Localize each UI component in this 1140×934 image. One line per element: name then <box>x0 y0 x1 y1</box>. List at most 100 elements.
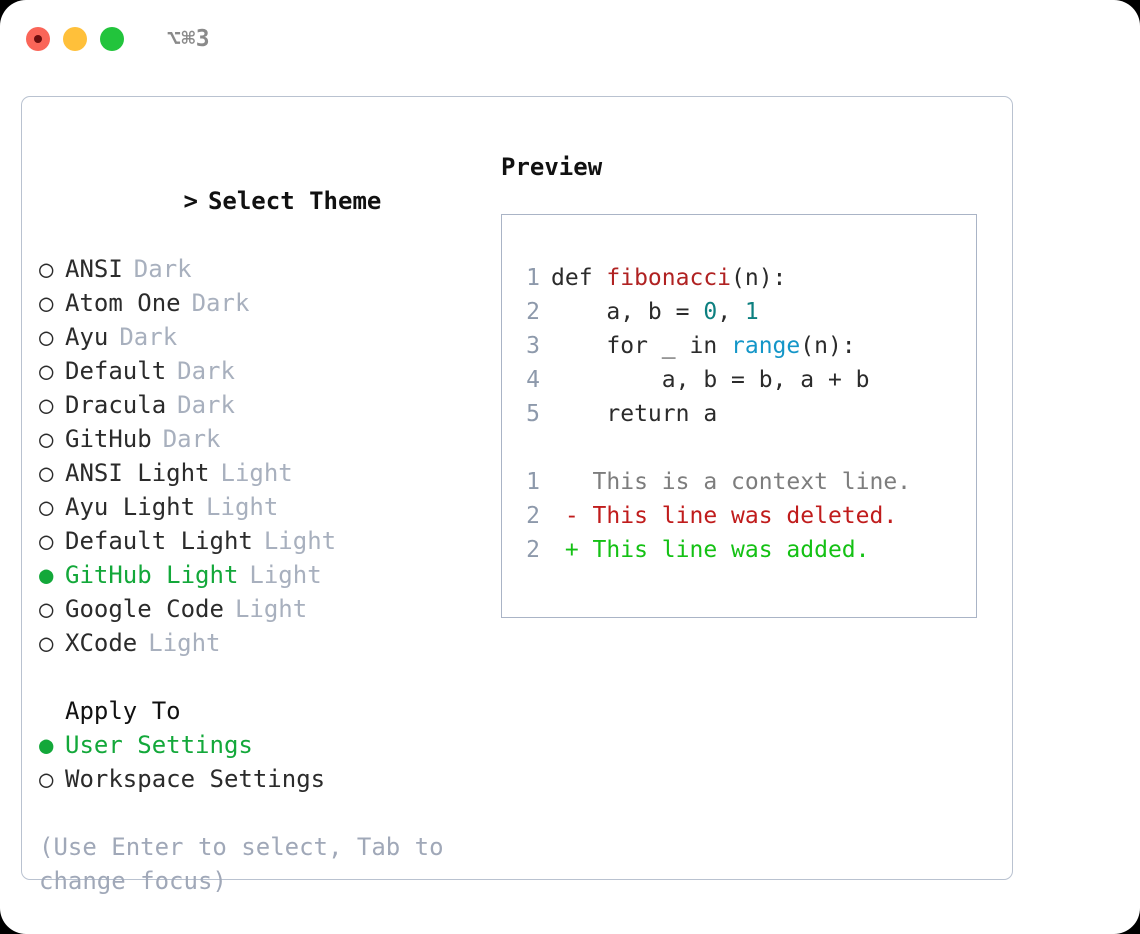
theme-option-tag: Dark <box>191 289 250 317</box>
theme-option-tag: Light <box>263 527 337 555</box>
diff-line-text: + This line was added. <box>551 537 870 563</box>
code-line: 4 a, b = b, a + b <box>518 363 968 397</box>
window-controls <box>26 27 124 51</box>
theme-option-label: Ayu Light <box>65 493 196 521</box>
theme-option-ayu-light[interactable]: ○ Ayu Light Light <box>39 490 489 524</box>
theme-list-heading: >Select Theme <box>39 150 489 252</box>
apply-to-option-workspace-settings[interactable]: ○ Workspace Settings <box>39 762 489 796</box>
line-number: 2 <box>526 299 540 325</box>
line-number: 2 <box>526 503 540 529</box>
line-number: 4 <box>526 367 540 393</box>
theme-option-label: XCode <box>65 629 138 657</box>
theme-option-dracula[interactable]: ○ Dracula Dark <box>39 388 489 422</box>
apply-to-option-label: User Settings <box>65 731 253 759</box>
theme-option-label: Default Light <box>65 527 253 555</box>
theme-option-tag: Light <box>234 595 308 623</box>
minimize-button[interactable] <box>63 27 87 51</box>
diff-line-ctx: 1 This is a context line. <box>518 465 968 499</box>
title-bar: ⌥⌘3 <box>0 0 1140 78</box>
code-token: 1 <box>744 299 759 325</box>
diff-line-text: - This line was deleted. <box>551 503 898 529</box>
line-number: 1 <box>526 265 540 291</box>
theme-option-tag: Dark <box>133 255 192 283</box>
line-number: 2 <box>526 537 540 563</box>
apply-to-list: ● User Settings ○ Workspace Settings <box>39 728 489 796</box>
keyboard-hint: (Use Enter to select, Tab to change focu… <box>39 833 444 895</box>
radio-selected-icon: ● <box>39 561 54 589</box>
line-number: 5 <box>526 401 540 427</box>
diff-line-del: 2 - This line was deleted. <box>518 499 968 533</box>
theme-option-tag: Dark <box>162 425 221 453</box>
selection-caret-icon: > <box>183 187 198 215</box>
maximize-button[interactable] <box>100 27 124 51</box>
radio-unselected-icon: ○ <box>39 255 54 283</box>
radio-unselected-icon: ○ <box>39 391 54 419</box>
theme-option-label: Dracula <box>65 391 167 419</box>
radio-unselected-icon: ○ <box>39 289 54 317</box>
theme-option-label: GitHub <box>65 425 152 453</box>
code-line: 5 return a <box>518 397 968 431</box>
code-token: fibonacci <box>606 265 732 291</box>
code-token: a, b = <box>551 299 704 325</box>
code-token: , <box>717 299 745 325</box>
theme-option-tag: Light <box>220 459 293 487</box>
preview-heading: Preview <box>501 153 603 181</box>
line-number: 1 <box>526 469 540 495</box>
code-line: 2 a, b = 0, 1 <box>518 295 968 329</box>
code-token: a, b = b, a + b <box>551 367 870 393</box>
code-token: (n): <box>731 265 787 291</box>
radio-unselected-icon: ○ <box>39 459 54 487</box>
radio-unselected-icon: ○ <box>39 357 54 385</box>
apply-to-option-label: Workspace Settings <box>65 765 326 793</box>
theme-option-tag: Light <box>249 561 322 589</box>
theme-option-label: Default <box>65 357 167 385</box>
code-token: (n): <box>800 333 856 359</box>
theme-option-label: GitHub Light <box>65 561 239 589</box>
close-button[interactable] <box>26 27 50 51</box>
theme-option-tag: Light <box>148 629 221 657</box>
code-token: 0 <box>703 299 718 325</box>
theme-option-label: Google Code <box>65 595 224 623</box>
radio-unselected-icon: ○ <box>39 493 54 521</box>
theme-option-atom-one[interactable]: ○ Atom One Dark <box>39 286 489 320</box>
theme-option-google-code[interactable]: ○ Google Code Light <box>39 592 489 626</box>
radio-unselected-icon: ○ <box>39 595 54 623</box>
theme-option-github-light[interactable]: ● GitHub Light Light <box>39 558 489 592</box>
code-line: 3 for _ in range(n): <box>518 329 968 363</box>
radio-unselected-icon: ○ <box>39 323 54 351</box>
radio-unselected-icon: ○ <box>39 629 54 657</box>
code-token: range <box>731 333 801 359</box>
apply-to-option-user-settings[interactable]: ● User Settings <box>39 728 489 762</box>
theme-option-xcode[interactable]: ○ XCode Light <box>39 626 489 660</box>
diff-line-text: This is a context line. <box>551 469 912 495</box>
radio-selected-icon: ● <box>39 731 54 759</box>
keyboard-shortcut-label: ⌥⌘3 <box>167 26 211 52</box>
code-line: 1 def fibonacci(n): <box>518 261 968 295</box>
apply-to-group: Apply To ● User Settings ○ Workspace Settin… <box>39 694 489 796</box>
theme-option-label: Atom One <box>65 289 181 317</box>
code-token: return a <box>551 401 718 427</box>
radio-unselected-icon: ○ <box>39 765 54 793</box>
apply-to-heading: Apply To <box>65 697 181 725</box>
theme-option-tag: Dark <box>177 391 235 419</box>
code-token: def <box>551 265 607 291</box>
diff-sample: 1 This is a context line.2 - This line w… <box>518 465 968 567</box>
code-token: for _ in <box>551 333 732 359</box>
theme-option-tag: Light <box>206 493 279 521</box>
theme-option-tag: Dark <box>119 323 178 351</box>
